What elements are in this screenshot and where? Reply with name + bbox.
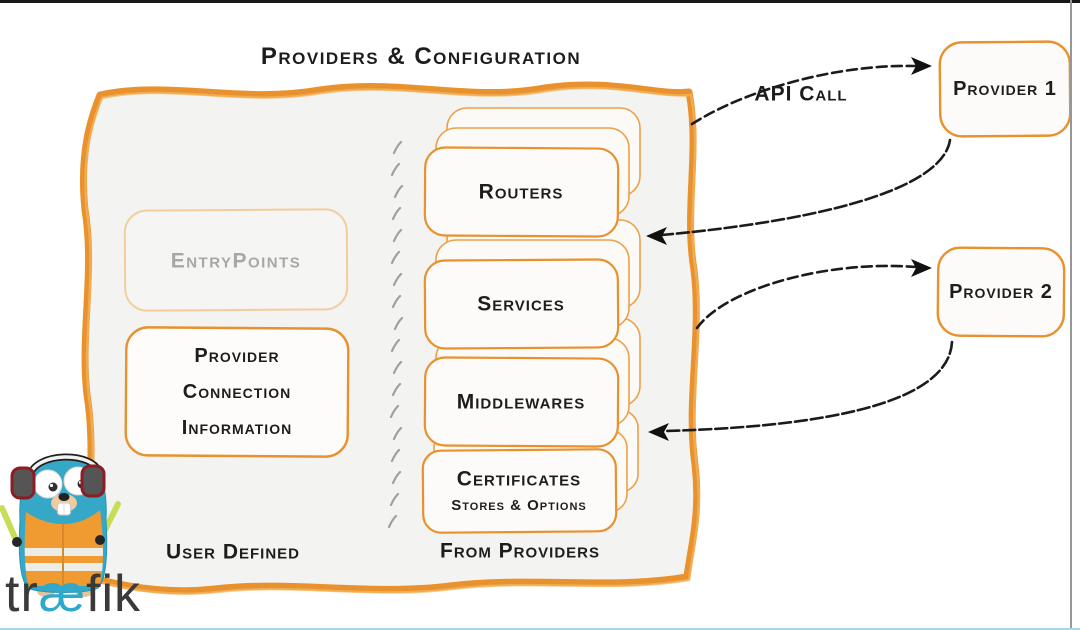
entrypoints-box-label: EntryPoints [170, 249, 302, 273]
wordmark-suffix: fik [86, 565, 142, 623]
middlewares-stack-label: Middlewares [456, 390, 586, 414]
arrowhead-left-icon [648, 423, 669, 441]
certificates-stack-sublabel: Stores & Options [451, 496, 587, 514]
provider-2-box-label: Provider 2 [949, 281, 1053, 303]
routers-stack-label: Routers [478, 180, 564, 204]
provider-connection-label: Provider Connection Information [182, 338, 292, 446]
api-call-arrow [690, 57, 932, 126]
page-bottom-border [0, 628, 1080, 630]
traefik-gopher-logo [0, 453, 121, 597]
arrowhead-right-icon [911, 259, 932, 277]
services-stack-label: Services [477, 292, 565, 316]
diagram-title: Providers & Configuration [260, 42, 582, 70]
section-divider-dashes [387, 140, 404, 529]
services-stack [423, 219, 641, 350]
provider-1-box [938, 40, 1072, 138]
traefik-wordmark: træfik [5, 568, 141, 620]
wordmark-ligature: æ [38, 565, 87, 623]
provider-connection-line-2: Connection [182, 381, 292, 403]
api-call-label: API Call [754, 82, 848, 106]
from-providers-label: From Providers [439, 539, 601, 563]
provider-2-return-arrow [648, 340, 954, 441]
provider-connection-line-3: Information [181, 417, 293, 439]
certificates-stack-label: Certificates [456, 467, 582, 491]
provider-1-return-arrow [646, 138, 952, 245]
provider-connection-line-1: Provider [194, 345, 280, 367]
wordmark-prefix: tr [5, 565, 39, 623]
page-right-border [1070, 0, 1072, 630]
entrypoints-box [123, 208, 349, 312]
provider-1-box-label: Provider 1 [953, 78, 1057, 100]
provider-2-box [936, 246, 1066, 338]
routers-stack [423, 107, 641, 238]
middlewares-stack [423, 317, 641, 448]
arrowhead-right-icon [911, 57, 932, 75]
provider-connection-box [124, 326, 350, 458]
page-top-border [0, 0, 1080, 3]
user-defined-label: User Defined [165, 540, 301, 564]
provider-2-request-arrow [695, 259, 932, 330]
arrowhead-left-icon [646, 227, 667, 245]
